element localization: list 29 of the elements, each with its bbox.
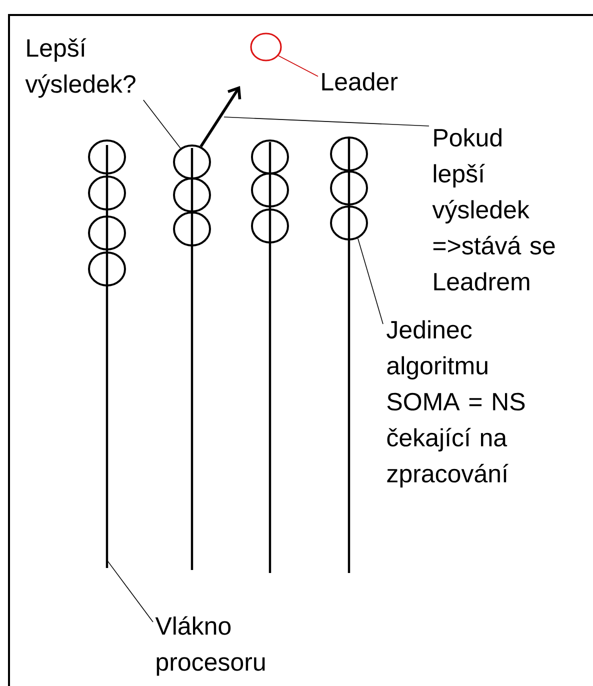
circle: [251, 172, 289, 208]
leader-line: [143, 100, 181, 149]
arrow: [200, 86, 242, 148]
thread-line: [348, 137, 350, 573]
circle: [173, 178, 211, 212]
callout-text: Leader: [322, 72, 398, 91]
callout-text: Jedinec algoritmu SOMA = NS čekající na zpracování: [386, 320, 525, 488]
circle: [173, 144, 211, 180]
circle: [330, 136, 368, 172]
callout-text: Vlákno procesoru: [155, 616, 265, 676]
circle: [173, 212, 211, 246]
thread-line: [190, 148, 194, 570]
leader-line: [278, 55, 318, 77]
callout-text: Pokud lepší výsledek =>stává se Leadrem: [432, 128, 555, 291]
circle: [250, 32, 282, 62]
circle: [330, 206, 368, 240]
circle: [330, 170, 368, 206]
leader-line: [224, 116, 430, 126]
leader-line: [106, 560, 154, 622]
thread-line: [268, 142, 272, 573]
callout-text: Lepší výsledek?: [25, 38, 136, 98]
circle: [88, 176, 126, 210]
circle: [251, 208, 289, 244]
circle: [88, 140, 126, 174]
thread-line: [106, 145, 108, 568]
leader-line: [358, 238, 384, 324]
circle: [251, 140, 289, 174]
circle: [88, 252, 126, 286]
circle: [88, 216, 126, 250]
